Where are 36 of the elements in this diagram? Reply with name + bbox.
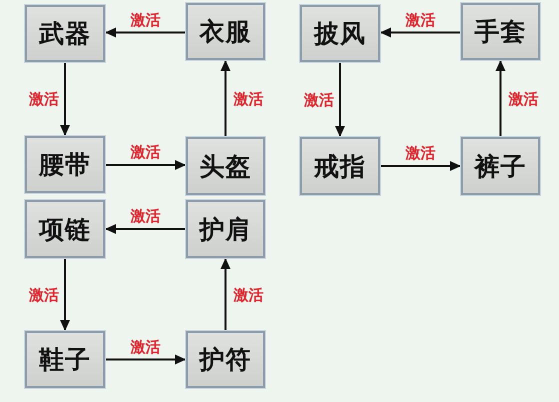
edge-label: 激活 (508, 90, 538, 108)
equipment-box: 头盔 (186, 137, 265, 195)
arrow (105, 160, 186, 170)
arrow (60, 62, 70, 136)
arrow (105, 28, 186, 38)
edge-label: 激活 (234, 90, 264, 108)
equipment-box: 裤子 (461, 137, 540, 195)
edge-label: 激活 (304, 90, 334, 108)
arrow (220, 60, 230, 137)
arrow (105, 354, 186, 364)
arrow (380, 28, 461, 38)
edge-label: 激活 (130, 207, 160, 225)
arrow (105, 224, 186, 234)
equipment-box: 披风 (300, 5, 380, 62)
edge-label: 激活 (29, 286, 59, 304)
edge-label: 激活 (130, 143, 160, 161)
edge-label: 激活 (406, 10, 436, 28)
equipment-box: 护符 (186, 331, 265, 388)
equipment-box: 护肩 (186, 200, 265, 258)
edge-label: 激活 (29, 90, 59, 108)
arrow (380, 161, 461, 171)
equipment-box: 戒指 (300, 137, 380, 195)
equipment-box: 衣服 (186, 3, 265, 60)
edge-label: 激活 (130, 10, 160, 28)
edge-label: 激活 (130, 338, 160, 356)
arrow (220, 258, 230, 331)
arrow (60, 258, 70, 331)
equipment-box: 腰带 (25, 136, 105, 193)
equipment-box: 武器 (25, 5, 105, 62)
equipment-box: 项链 (25, 200, 105, 258)
arrow (496, 60, 506, 137)
edge-label: 激活 (406, 144, 436, 162)
edge-label: 激活 (234, 286, 264, 304)
arrow (335, 62, 345, 137)
equipment-box: 鞋子 (25, 331, 105, 388)
equipment-box: 手套 (461, 3, 540, 60)
